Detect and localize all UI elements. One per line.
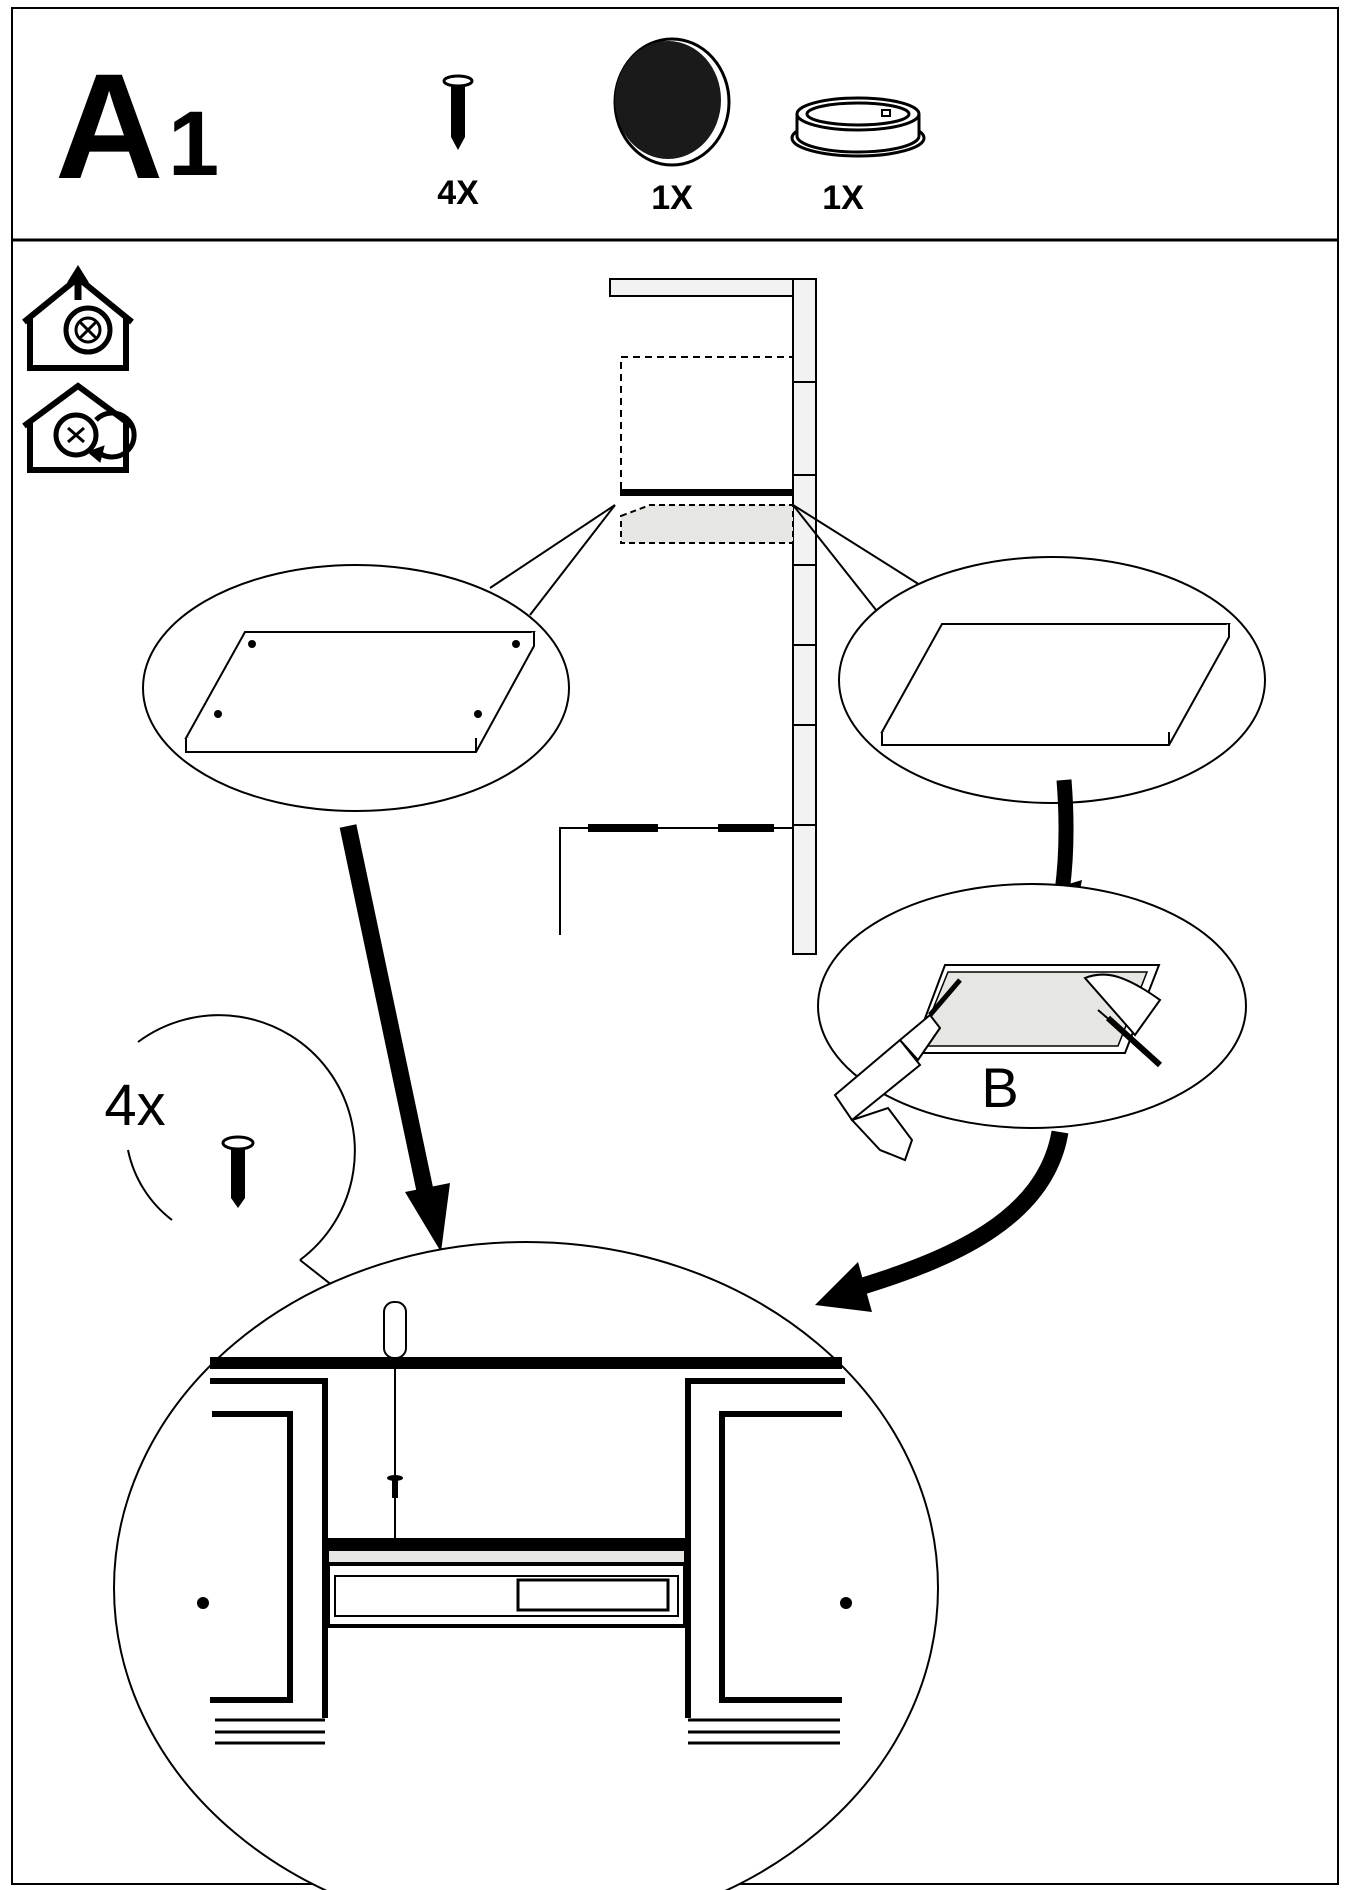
part-screw-qty: 4X: [437, 174, 479, 212]
ducted-extraction-icon: [22, 265, 134, 371]
part-ring-collar-icon: [790, 96, 926, 158]
part-screw-icon: [442, 74, 474, 150]
recirculation-icon: [22, 382, 137, 473]
step-heading: A 1: [55, 42, 219, 210]
part-cover-plate-qty: 1X: [651, 179, 693, 217]
cabinet-overview-diagram: [559, 278, 817, 955]
callout-panel-with-holes: [142, 504, 616, 812]
screw-icon: [221, 1135, 255, 1208]
mounting-detail: [113, 1241, 939, 1890]
step-letter: A: [55, 42, 163, 210]
part-ring-collar-qty: 1X: [822, 179, 864, 217]
screwdriver-icon: [383, 1301, 407, 1538]
template-marking-callout: B: [817, 883, 1247, 1162]
part-cover-plate-icon: [613, 37, 731, 167]
callout-panel-plain: [792, 504, 1266, 804]
step-number: 1: [168, 93, 219, 195]
arrow-to-detail-right: [815, 1130, 1069, 1312]
screw-callout-qty: 4x: [104, 1073, 165, 1138]
screw-callout: 4x: [104, 1014, 378, 1320]
template-label: B: [981, 1056, 1018, 1119]
arrow-to-detail-left: [339, 824, 450, 1252]
